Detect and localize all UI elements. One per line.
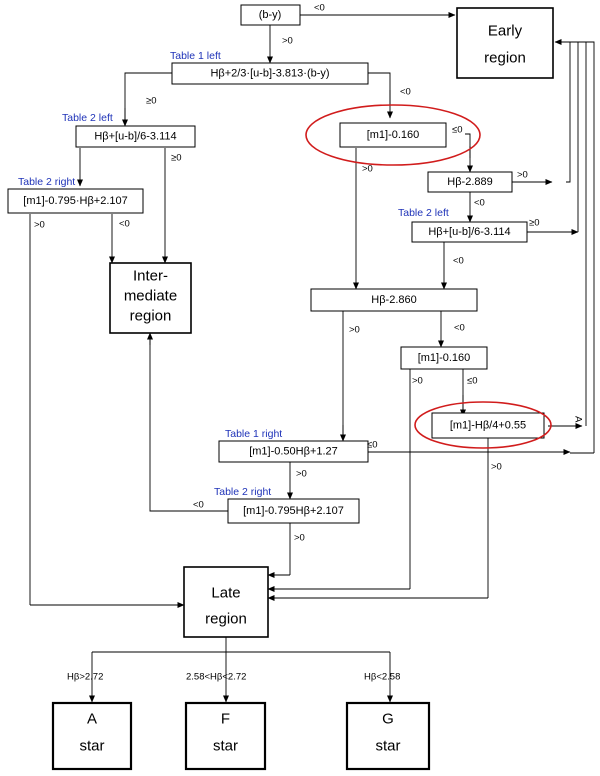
edge-label-m1mid-gt0: >0 [412,376,423,387]
hb-ub-right-label: Hβ+[u-b]/6-3.114 [428,226,510,238]
intermediate-line1: Inter- [133,268,168,285]
a-star-word: star [79,738,104,755]
early-region-line1: Early [488,23,523,40]
edge-label-hb2889-gt0: >0 [517,170,528,181]
table-label-2-left-a: Table 2 left [62,112,113,124]
connectors [29,12,595,703]
edge-label-t2l-ge0: ≥0 [171,153,182,164]
m1-050hb-label: [m1]-0.50Hβ+1.27 [249,446,338,458]
m1-hb4-label: [m1]-Hβ/4+0.55 [450,420,526,432]
edge-label-m1050-le0: ≤0 [367,440,378,451]
box-m1-0160-mid: [m1]-0.160 [400,346,488,370]
hb-ub-left-label: Hβ+[u-b]/6-3.114 [94,131,176,143]
edge-label-by-lt0: <0 [314,3,325,14]
table-label-1-right: Table 1 right [225,428,282,440]
box-hb-ub-left: Hβ+[u-b]/6-3.114 [75,125,196,148]
m1-0160-top-label: [m1]-0.160 [367,129,420,141]
highlight-ellipse-bottom [414,401,552,449]
edge-label-m1mid-le0: ≤0 [467,376,478,387]
box-f-star: F star [184,701,267,771]
box-early-region: Early region [456,7,554,79]
edge-label-m1top-le0: ≤0 [452,125,463,136]
edge-label-hbubr-lt0: <0 [453,256,464,267]
edge-label-hb2860-lt0: <0 [454,323,465,334]
edge-label-by-gt0: >0 [282,36,293,47]
box-hb-2860: Hβ-2.860 [310,288,478,312]
box-hb-ub-right: Hβ+[u-b]/6-3.114 [411,221,528,243]
box-hb-2889: Hβ-2.889 [427,171,513,193]
box-m1-hb4: [m1]-Hβ/4+0.55 [431,412,545,439]
edge-label-comb-ge0: ≥0 [146,96,157,107]
edge-label-f-cond: 2.58<Hβ<2.72 [186,672,246,683]
table-label-2-left-b: Table 2 left [398,207,449,219]
g-star-word: star [375,738,400,755]
m1-0795hb-label: [m1]-0.795Hβ+2.107 [243,505,344,517]
edge-label-hb2889-lt0: <0 [474,198,485,209]
box-m1-0160-top: [m1]-0.160 [339,122,447,148]
intermediate-line2: mediate [124,288,177,305]
box-m1-050hb: [m1]-0.50Hβ+1.27 [218,440,369,463]
early-region-line2: region [484,50,526,67]
edge-label-hb2860-gt0: >0 [349,325,360,336]
late-region-line2: region [205,611,247,628]
table-label-2-right-a: Table 2 right [18,176,75,188]
box-b-y: (b-y) [240,4,301,26]
highlight-ellipse-top [305,104,481,166]
box-intermediate-region: Inter- mediate region [109,262,192,334]
box-a-star: A star [51,701,133,771]
edge-label-m1hbl-gt0: >0 [34,220,45,231]
a-star-letter: A [87,711,97,728]
edge-label-m10795-gt0: >0 [294,533,305,544]
table-label-2-right-b: Table 2 right [214,486,271,498]
m1-hb-left-label: [m1]-0.795·Hβ+2.107 [23,195,127,207]
late-region-line1: Late [211,585,240,602]
edge-label-m1top-gt0: >0 [362,164,373,175]
edge-label-m1050-gt0: >0 [296,469,307,480]
hb-2889-label: Hβ-2.889 [447,176,492,188]
table-label-1-left: Table 1 left [170,50,221,62]
edge-labels: <0 >0 ≥0 <0 ≥0 ≤0 >0 >0 <0 >0 <0 ≥0 <0 >… [34,3,584,683]
hb-2860-label: Hβ-2.860 [371,294,416,306]
edge-label-comb-lt0: <0 [400,87,411,98]
g-star-letter: G [382,711,394,728]
m1-0160-mid-label: [m1]-0.160 [418,352,471,364]
box-hb-combination: Hβ+2/3·[u-b]-3.813·(b-y) [171,62,369,85]
box-late-region: Late region [183,566,269,638]
f-star-letter: F [221,711,230,728]
hb-combination-label: Hβ+2/3·[u-b]-3.813·(b-y) [210,68,329,80]
box-m1-0795hb: [m1]-0.795Hβ+2.107 [227,498,360,524]
edge-label-m1hb4-gt0: >0 [491,462,502,473]
box-m1-hb-left: [m1]-0.795·Hβ+2.107 [7,188,144,214]
intermediate-line3: region [130,308,172,325]
edge-label-m1hb4-a: A [573,416,584,423]
f-star-word: star [213,738,238,755]
edge-label-hbubr-ge0: ≥0 [529,218,540,229]
box-b-y-label: (b-y) [259,9,282,21]
edge-label-a-cond: Hβ>2.72 [67,672,103,683]
box-g-star: G star [345,701,431,771]
edge-label-g-cond: Hβ<2.58 [364,672,400,683]
edge-label-m1hbl-lt0: <0 [119,219,130,230]
edge-label-m10795-lt0: <0 [193,500,204,511]
table-labels: Table 1 left Table 2 left Table 2 right … [18,50,449,498]
